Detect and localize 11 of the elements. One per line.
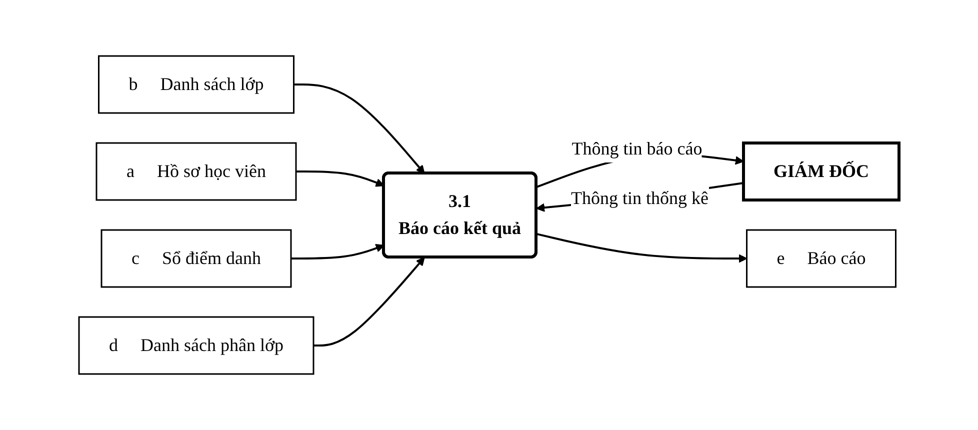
node-box: d Danh sách phân lớp xyxy=(78,316,314,375)
node-box: a Hồ sơ học viên xyxy=(96,142,297,201)
node-box: GIÁM ĐỐC xyxy=(742,142,900,202)
edge-label: Thông tin thống kê xyxy=(571,188,708,208)
arrow xyxy=(294,84,425,174)
edge-label: Thông tin báo cáo xyxy=(572,138,702,159)
node-box: b Danh sách lớp xyxy=(98,55,294,114)
arrow xyxy=(313,257,425,346)
arrow xyxy=(536,232,748,263)
node-box: e Báo cáo xyxy=(746,229,896,288)
node-box: c Sổ điểm danh xyxy=(100,229,292,288)
